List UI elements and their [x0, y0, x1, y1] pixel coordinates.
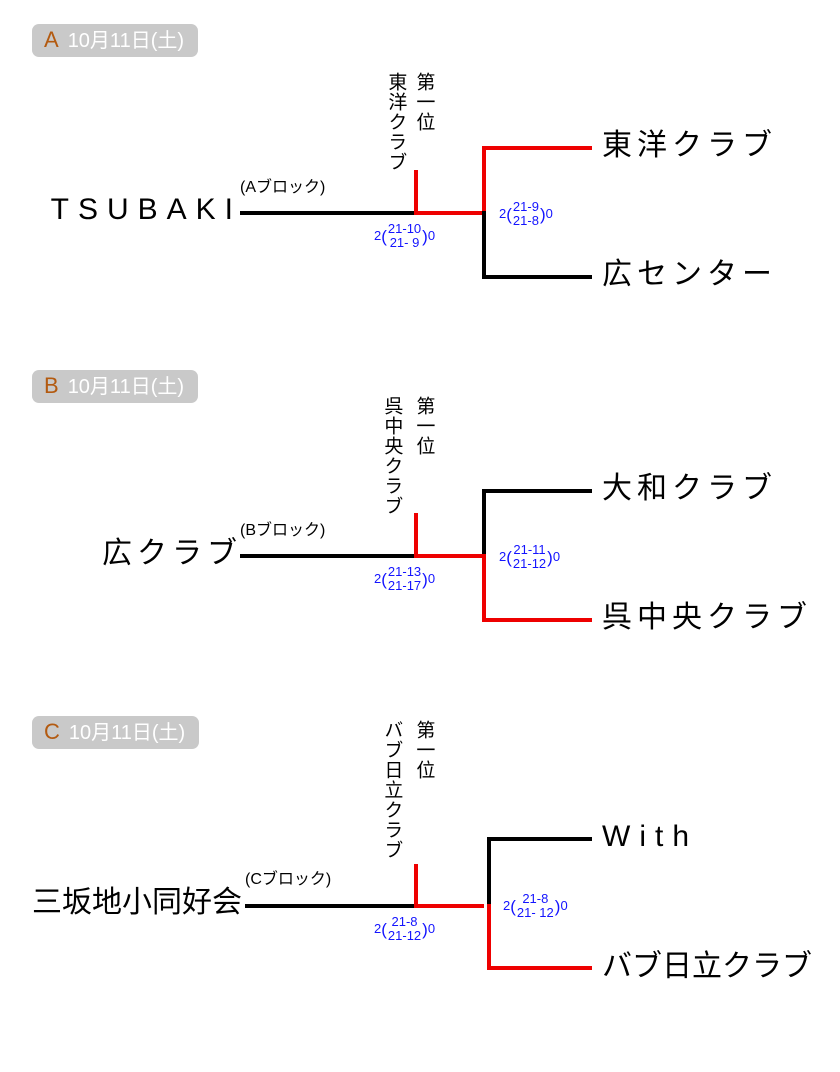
final-score-a: 2 ( 21-9 21-8 ) 0	[499, 200, 553, 227]
block-date-a: 10月11日(土)	[67, 30, 185, 52]
final-score-c-left: 2	[503, 898, 511, 914]
final-spine-bottom-b	[482, 554, 486, 622]
stem-line-a	[240, 211, 415, 215]
block-date-c: 10月11日(土)	[68, 722, 186, 744]
rank-vertical-label-b: 第一位	[413, 396, 435, 456]
team-left-a: TSUBAKI	[50, 193, 242, 226]
paren-open: (	[510, 897, 516, 917]
final-score-b-left: 2	[499, 549, 507, 565]
paren-close: )	[554, 897, 561, 917]
stem-line-winner-c	[414, 904, 484, 908]
final-arm-bottom-a	[482, 275, 592, 279]
block-letter-a: A	[44, 27, 59, 52]
semi-score-a-sets: 21-10 21- 9	[388, 222, 421, 249]
final-spine-bottom-a	[482, 211, 486, 279]
paren-open: (	[506, 548, 512, 568]
final-arm-top-a	[482, 146, 592, 150]
team-top-b: 大和クラブ	[602, 472, 777, 505]
stem-line-c	[245, 904, 415, 908]
final-score-c: 2 ( 21-8 21- 12 ) 0	[503, 892, 568, 919]
semi-score-b-set1: 21-13	[387, 564, 422, 579]
final-arm-bottom-c	[487, 966, 592, 970]
final-spine-top-c	[487, 837, 491, 906]
semi-score-b-set2: 21-17	[387, 577, 422, 593]
final-spine-top-a	[482, 146, 486, 215]
winner-vertical-label-b: 呉中央クラブ	[381, 396, 403, 516]
paren-open: (	[506, 205, 512, 225]
paren-open: (	[381, 570, 387, 590]
final-score-c-set2: 21- 12	[516, 904, 554, 920]
block-letter-c: C	[44, 719, 60, 744]
bracket-block-a: A 10月11日(土) TSUBAKI (Aブロック) 東洋クラブ 第一位 2 …	[0, 0, 840, 340]
final-score-b-sets: 21-11 21-12	[513, 543, 546, 570]
bracket-block-c: C 10月11日(土) 三坂地小同好会 (Cブロック) バブ日立クラブ 第一位 …	[0, 692, 840, 1032]
semi-score-b-sets: 21-13 21-17	[388, 565, 421, 592]
team-bottom-c: バブ日立クラブ	[602, 950, 812, 983]
team-bottom-a: 広センター	[602, 258, 777, 291]
final-score-a-set2: 21-8	[512, 212, 539, 228]
semi-score-a-left: 2	[374, 228, 382, 244]
final-score-a-left: 2	[499, 206, 507, 222]
rank-vertical-label-a: 第一位	[413, 72, 435, 132]
stub-line-b	[414, 513, 418, 557]
semi-score-b: 2 ( 21-13 21-17 ) 0	[374, 565, 435, 592]
semi-score-a-set1: 21-10	[387, 221, 422, 236]
final-score-c-sets: 21-8 21- 12	[517, 892, 554, 919]
semi-score-c-right: 0	[427, 921, 436, 937]
winner-vertical-label-a: 東洋クラブ	[385, 72, 407, 172]
final-spine-bottom-c	[487, 904, 491, 970]
paren-close: )	[539, 205, 546, 225]
rank-vertical-label-c: 第一位	[413, 720, 435, 780]
stub-line-a	[414, 170, 418, 214]
semi-score-a-right: 0	[427, 228, 436, 244]
bracket-block-b: B 10月11日(土) 広クラブ (Bブロック) 呉中央クラブ 第一位 2 ( …	[0, 346, 840, 686]
final-arm-top-b	[482, 489, 592, 493]
team-left-b: 広クラブ	[102, 537, 242, 570]
stub-line-c	[414, 864, 418, 908]
final-arm-bottom-b	[482, 618, 592, 622]
paren-open: (	[381, 920, 387, 940]
block-header-badge-c: C 10月11日(土)	[32, 716, 200, 749]
semi-score-c: 2 ( 21-8 21-12 ) 0	[374, 915, 435, 942]
final-spine-top-b	[482, 489, 486, 558]
block-date-b: 10月11日(土)	[67, 376, 185, 398]
semi-score-b-left: 2	[374, 571, 382, 587]
block-sublabel-b: (Bブロック)	[240, 522, 326, 539]
paren-open: (	[381, 227, 387, 247]
team-top-a: 東洋クラブ	[602, 129, 777, 162]
final-score-a-set1: 21-9	[512, 199, 539, 214]
block-sublabel-c: (Cブロック)	[245, 871, 332, 888]
final-score-a-right: 0	[545, 206, 553, 222]
stem-line-winner-b	[414, 554, 484, 558]
team-top-c: With	[602, 820, 698, 853]
paren-close: )	[547, 548, 553, 568]
paren-close: )	[422, 570, 428, 590]
final-score-b-right: 0	[552, 549, 561, 565]
semi-score-c-set2: 21-12	[387, 927, 422, 943]
final-score-a-sets: 21-9 21-8	[513, 200, 539, 227]
semi-score-b-right: 0	[427, 571, 436, 587]
final-score-b-set2: 21-12	[512, 555, 547, 571]
final-score-b: 2 ( 21-11 21-12 ) 0	[499, 543, 560, 570]
team-left-c: 三坂地小同好会	[32, 886, 242, 919]
block-header-badge-b: B 10月11日(土)	[32, 370, 199, 403]
block-sublabel-a: (Aブロック)	[240, 179, 326, 196]
team-bottom-b: 呉中央クラブ	[602, 601, 812, 634]
final-score-c-right: 0	[560, 898, 568, 914]
winner-vertical-label-c: バブ日立クラブ	[381, 720, 403, 860]
block-header-badge-a: A 10月11日(土)	[32, 24, 199, 57]
final-score-c-set1: 21-8	[522, 891, 549, 906]
semi-score-a-set2: 21- 9	[389, 234, 420, 250]
block-letter-b: B	[44, 373, 59, 398]
semi-score-c-set1: 21-8	[391, 914, 418, 929]
paren-close: )	[422, 227, 428, 247]
semi-score-c-sets: 21-8 21-12	[388, 915, 421, 942]
paren-close: )	[422, 920, 428, 940]
final-arm-top-c	[487, 837, 592, 841]
semi-score-c-left: 2	[374, 921, 382, 937]
stem-line-winner-a	[414, 211, 484, 215]
stem-line-b	[240, 554, 415, 558]
semi-score-a: 2 ( 21-10 21- 9 ) 0	[374, 222, 435, 249]
final-score-b-set1: 21-11	[513, 542, 546, 557]
